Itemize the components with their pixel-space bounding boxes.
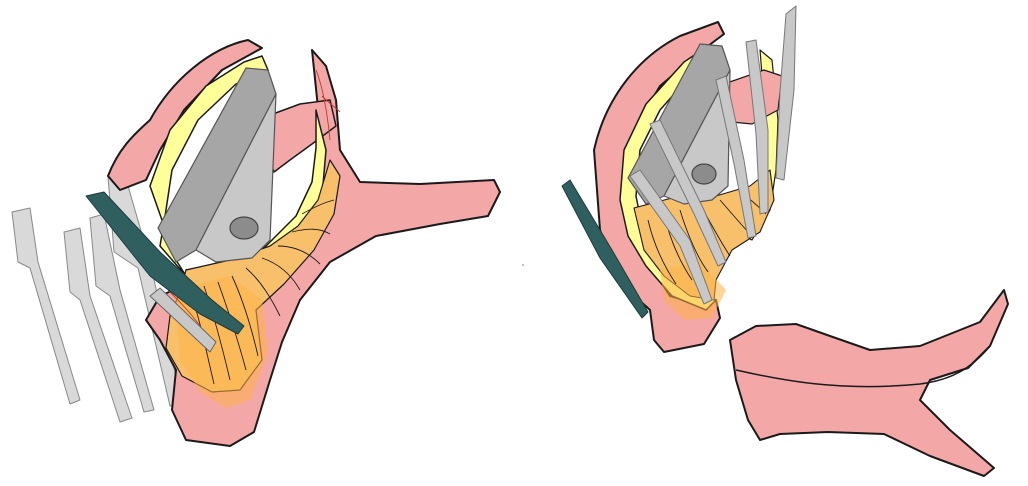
tissue-piece bbox=[730, 290, 1008, 476]
bone-foramen bbox=[692, 164, 716, 184]
bone-foramen bbox=[230, 217, 258, 239]
stray-dot bbox=[522, 264, 524, 266]
right-panel bbox=[562, 6, 1008, 476]
left-panel bbox=[12, 40, 500, 446]
